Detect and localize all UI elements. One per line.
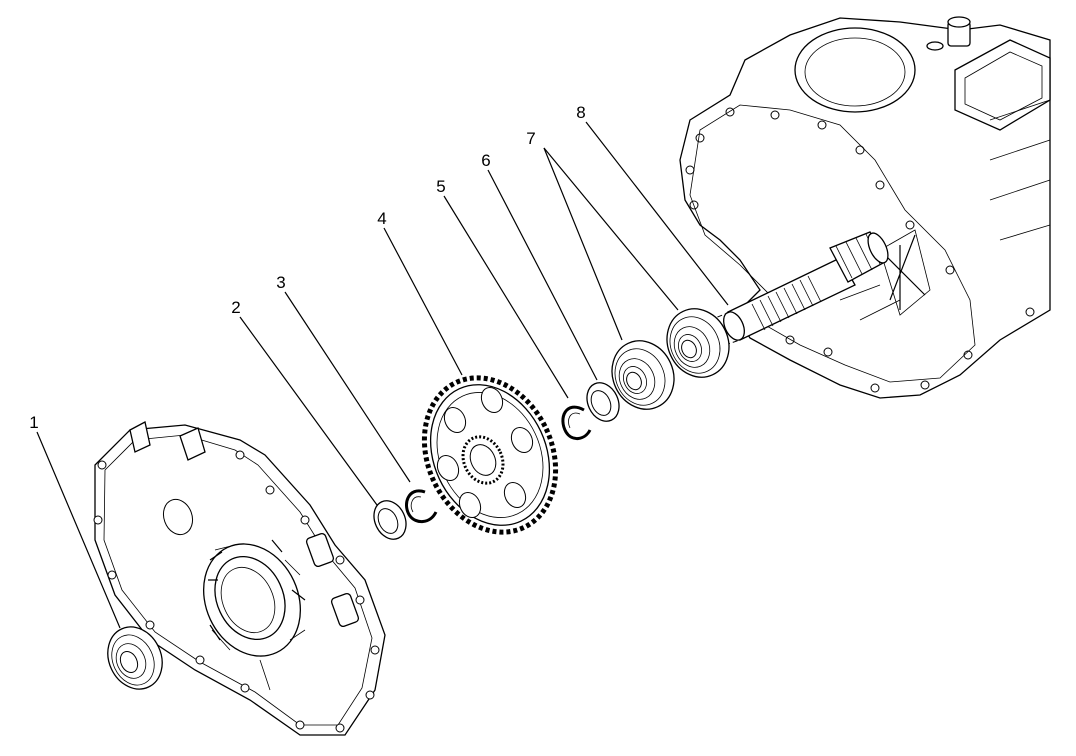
leader-4	[383, 227, 463, 376]
end-cover	[93, 421, 386, 736]
callout-labels: 1 2 3 4 5 6 7 8	[29, 103, 585, 432]
spacer-ring-2	[373, 500, 407, 540]
leader-lines	[36, 121, 729, 629]
leader-8	[585, 121, 729, 306]
end-bearing	[107, 626, 163, 690]
callout-1: 1	[29, 413, 38, 432]
ball-bearing-outer	[666, 308, 730, 378]
spacer-ring-6	[586, 382, 620, 422]
leader-1	[36, 431, 121, 629]
shaft-splines	[751, 275, 822, 331]
snap-ring-5	[561, 405, 592, 440]
snap-ring-3	[405, 489, 438, 523]
leader-7a	[543, 147, 623, 341]
callout-7: 7	[526, 129, 535, 148]
callout-6: 6	[481, 151, 490, 170]
leader-6	[487, 169, 598, 381]
leader-2	[239, 316, 378, 506]
callout-5: 5	[436, 177, 445, 196]
callout-4: 4	[377, 209, 386, 228]
gear-web-holes	[436, 386, 534, 519]
callout-8: 8	[576, 103, 585, 122]
leader-3	[284, 291, 411, 483]
leader-5	[443, 195, 569, 399]
output-shaft	[709, 231, 889, 351]
transmission-housing	[679, 16, 1051, 399]
callout-2: 2	[231, 298, 240, 317]
gear	[421, 375, 559, 535]
leader-7b	[543, 147, 679, 311]
callout-3: 3	[276, 273, 285, 292]
ball-bearing-inner	[611, 340, 675, 410]
